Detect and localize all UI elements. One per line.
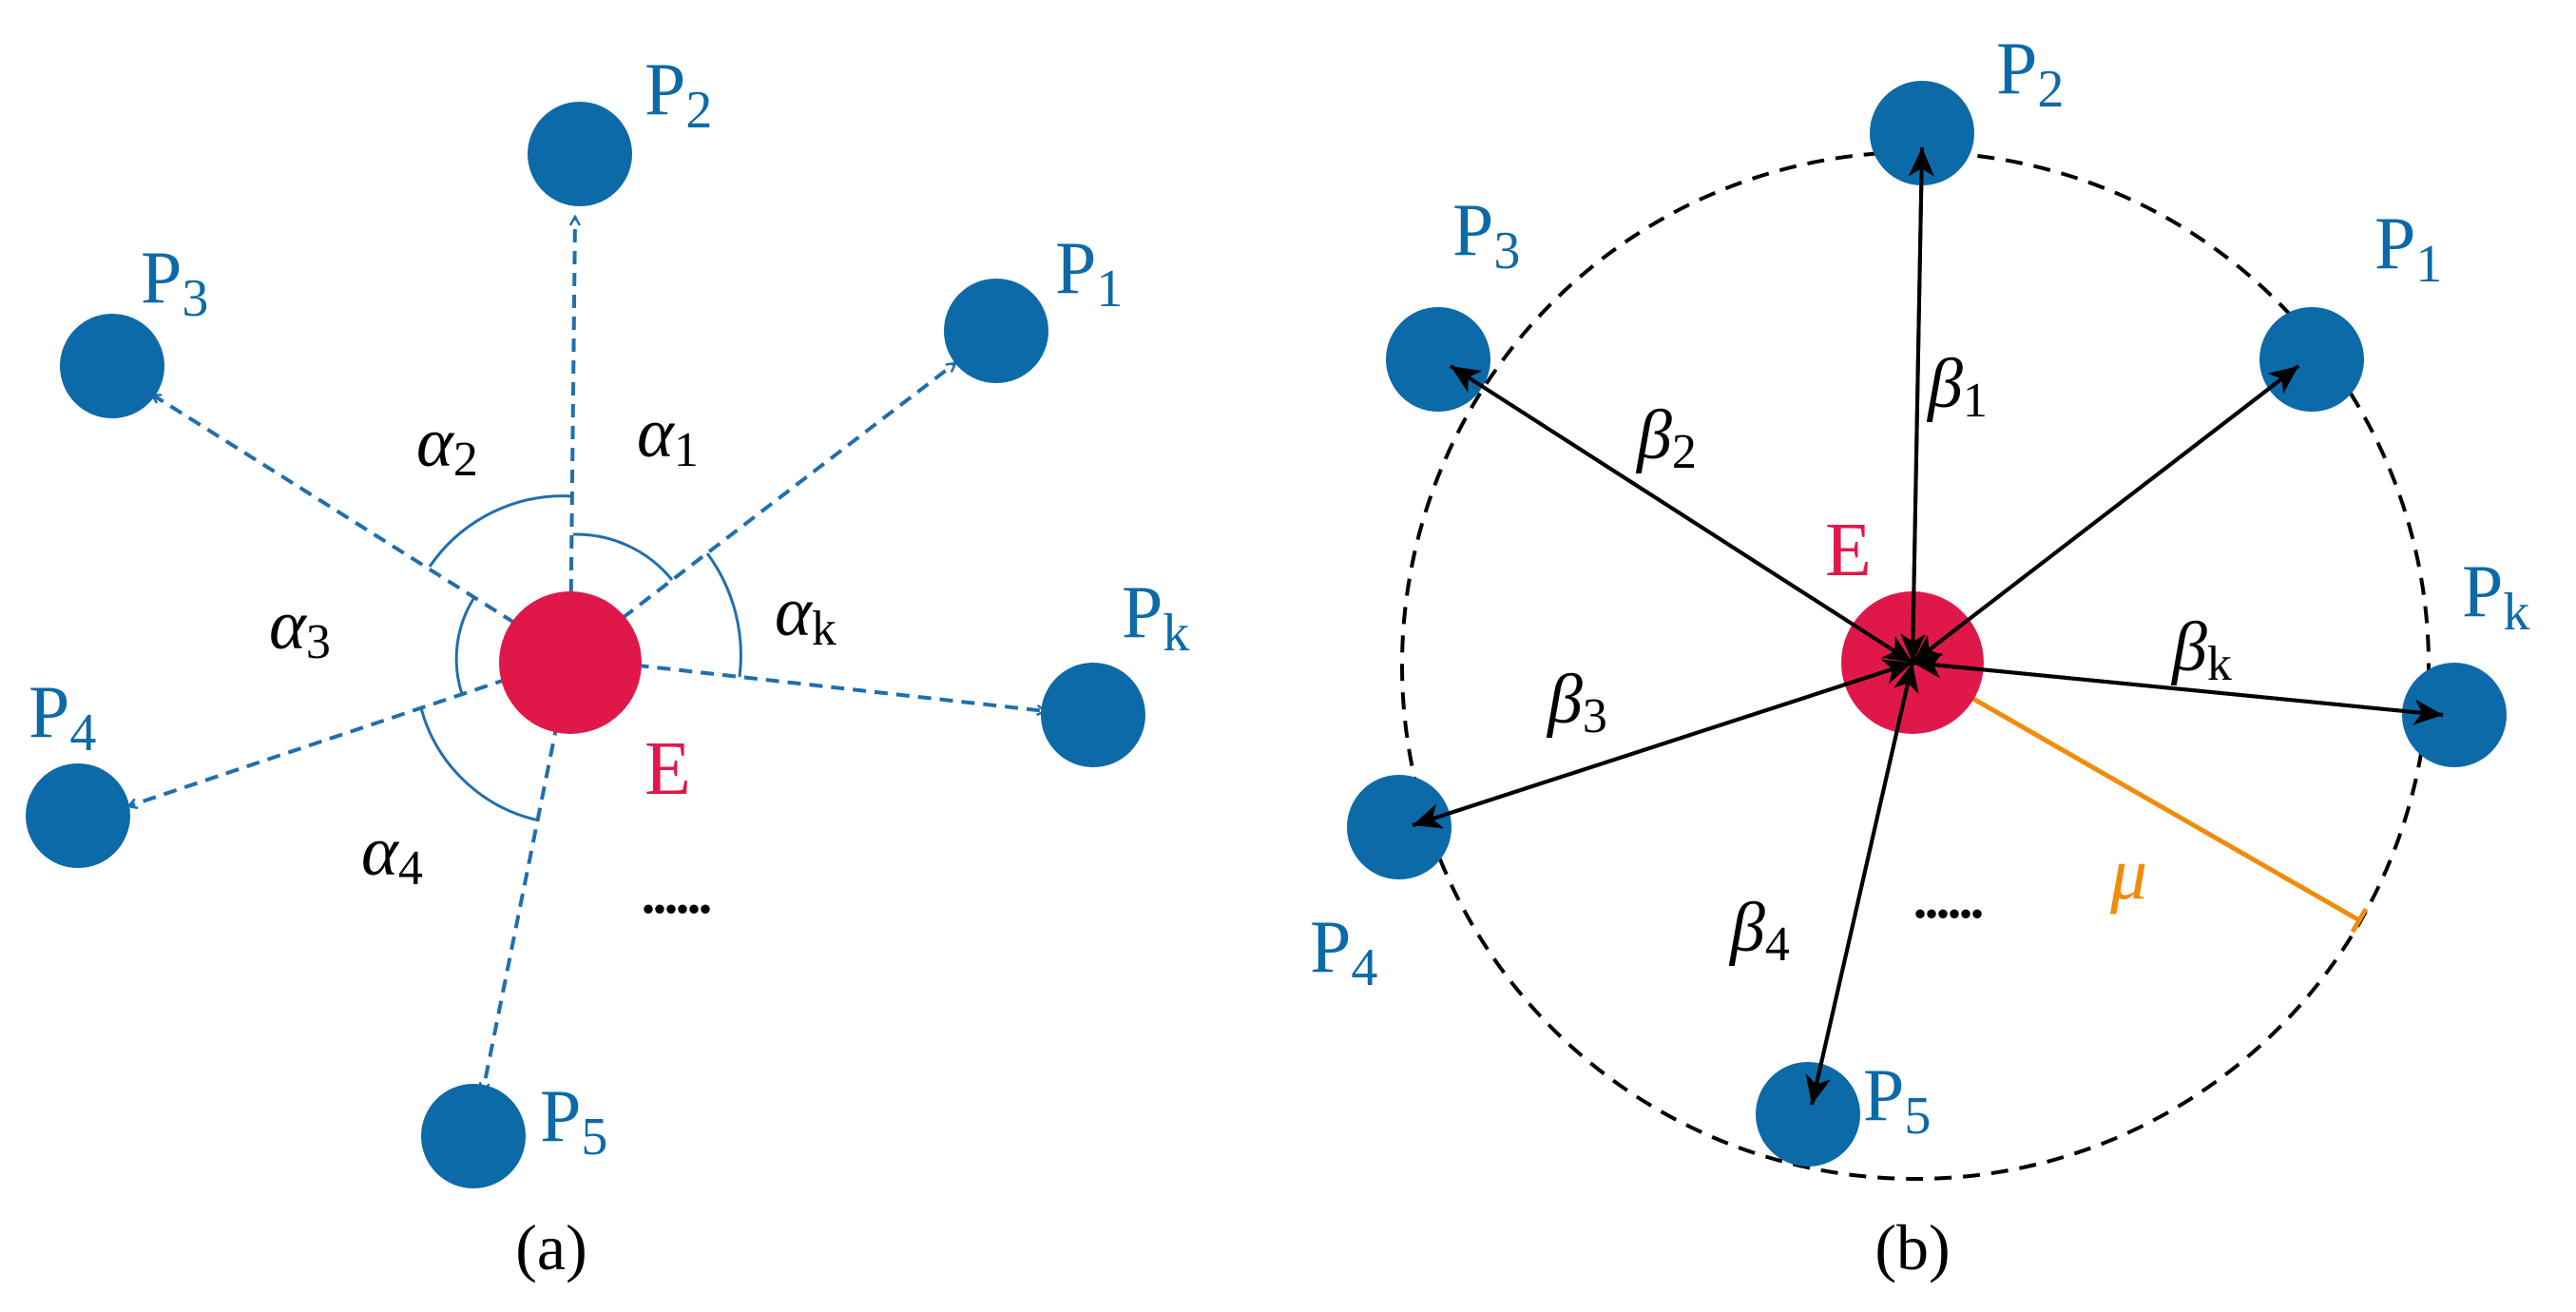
label-b-p3: P3 — [1452, 188, 1520, 280]
label-b-p5: P5 — [1863, 1053, 1931, 1146]
label-alpha-k: αk — [775, 573, 836, 656]
edge-b-pk-e — [1912, 652, 2444, 717]
node-p4 — [26, 763, 130, 868]
edge-b-p2-e — [1899, 146, 1927, 664]
arc-alpha-1 — [572, 532, 674, 581]
ellipsis-a: ...... — [639, 846, 710, 930]
label-a-e: E — [644, 727, 691, 811]
edge-b-p5-e — [1810, 662, 1919, 1106]
label-beta-2: β2 — [1635, 396, 1697, 479]
label-b-e: E — [1825, 509, 1872, 592]
node-b-p4 — [1347, 775, 1451, 879]
caption-a: (a) — [515, 1211, 586, 1283]
panel-a-nodes — [26, 102, 1145, 1188]
edge-e-p3 — [152, 393, 572, 660]
label-a-p4: P4 — [29, 670, 96, 762]
node-pk — [1041, 663, 1145, 767]
node-b-p3 — [1386, 307, 1490, 412]
arc-alpha-3 — [454, 598, 475, 695]
panel-b: P2 P3 P1 Pk P4 P5 β1 β2 β3 βk β4 E μ ...… — [1310, 27, 2529, 1283]
edge-e-p4 — [128, 656, 571, 806]
edge-e-p1 — [568, 361, 955, 660]
node-b-p2 — [1870, 81, 1974, 185]
arc-alpha-2 — [428, 494, 574, 568]
label-beta-k: βk — [2170, 608, 2232, 691]
edge-b-p3-e — [1449, 364, 1914, 665]
node-e — [499, 591, 642, 734]
label-alpha-1: α1 — [637, 395, 699, 477]
label-a-p1: P1 — [1055, 226, 1123, 318]
radius-mu-line — [1913, 663, 2361, 923]
node-p5 — [421, 1084, 526, 1188]
ellipsis-b: ...... — [1911, 851, 1982, 935]
edge-e-p2 — [568, 217, 575, 659]
arc-alpha-k — [705, 552, 742, 678]
dashed-neighborhood-circle — [1400, 150, 2431, 1181]
label-b-p4: P4 — [1310, 905, 1377, 997]
label-a-p2: P2 — [644, 48, 712, 140]
label-mu: μ — [2109, 832, 2147, 915]
panel-a: P2 P3 P1 Pk P4 P5 α1 α2 α3 αk α4 E .....… — [26, 48, 1189, 1283]
label-a-p5: P5 — [540, 1074, 607, 1167]
radius-mu-tick — [2350, 907, 2369, 934]
label-a-pk: Pk — [1122, 570, 1189, 663]
panel-a-angle-arcs — [419, 494, 742, 822]
label-alpha-2: α2 — [416, 404, 478, 487]
edge-b-p1-e2 — [1911, 364, 2300, 665]
arc-alpha-4 — [419, 707, 540, 822]
panel-b-nodes — [1347, 81, 2507, 1167]
edge-b-p4-e — [1412, 659, 1913, 827]
label-b-p1: P1 — [2374, 202, 2442, 294]
node-b-p5 — [1756, 1062, 1860, 1167]
label-b-pk: Pk — [2462, 550, 2529, 642]
panel-b-edges — [1412, 146, 2444, 1106]
caption-b: (b) — [1874, 1211, 1950, 1283]
label-alpha-4: α4 — [361, 813, 423, 896]
label-beta-3: β3 — [1546, 661, 1607, 743]
node-p3 — [60, 314, 164, 418]
edge-e-pk — [569, 656, 1046, 711]
label-beta-1: β1 — [1926, 345, 1988, 428]
label-a-p3: P3 — [141, 236, 208, 328]
node-b-pk — [2402, 663, 2507, 767]
label-alpha-3: α3 — [269, 587, 331, 669]
label-beta-4: β4 — [1728, 889, 1790, 972]
node-b-p1 — [2259, 307, 2364, 412]
node-p2 — [528, 102, 632, 206]
label-b-p2: P2 — [1996, 27, 2064, 119]
node-p1 — [944, 279, 1048, 383]
